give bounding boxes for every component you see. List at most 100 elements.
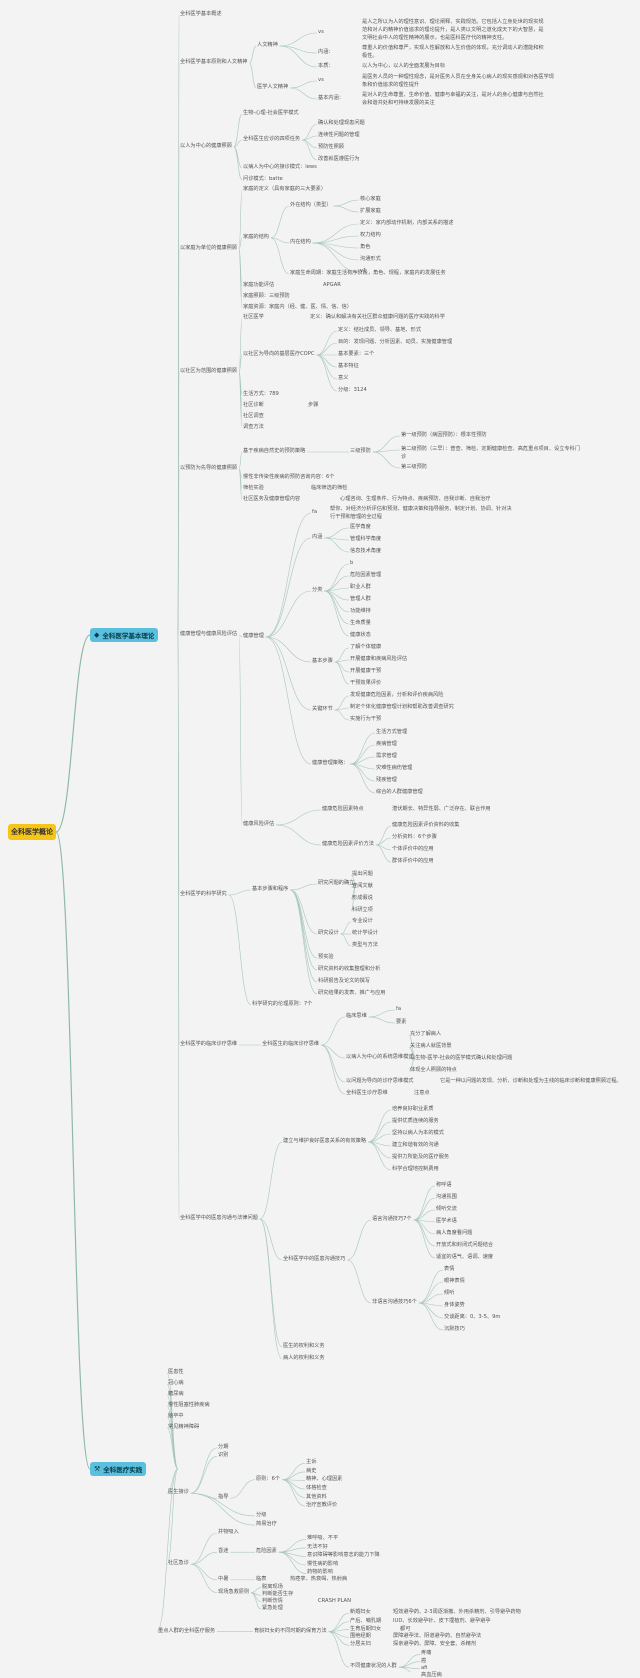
- mindmap-node-p9a5t[interactable]: 探亲避孕药、屏障、安全套、杀精剂: [393, 1641, 477, 1648]
- mindmap-node-n6a1b2[interactable]: 诊: [401, 454, 407, 460]
- mindmap-node-n3b1[interactable]: 确认和处理现患问题: [318, 120, 365, 126]
- mindmap-node-p8b1[interactable]: 危险因素: [256, 1548, 277, 1555]
- mindmap-node-p7[interactable]: 医生接诊: [168, 1489, 189, 1496]
- mindmap-node-n3b2[interactable]: 连续性问题的管理: [318, 132, 360, 138]
- mindmap-node-p9a6[interactable]: 不同健康状况的人群: [350, 1663, 397, 1670]
- mindmap-node-n7a0t2[interactable]: 行干预和管理的全过程: [330, 514, 382, 520]
- mindmap-node-n10b1e[interactable]: 病人角度看问题: [436, 1230, 473, 1236]
- mindmap-node-p7c[interactable]: 指导: [218, 1494, 229, 1501]
- mindmap-node-n10b1g[interactable]: 适宜的语气、语调、速度: [436, 1254, 494, 1260]
- mindmap-node-p5[interactable]: 脑卒中: [168, 1413, 184, 1419]
- mindmap-node-p8b1b[interactable]: 无法不好: [307, 1543, 328, 1550]
- mindmap-node-n5f[interactable]: 调查方法: [243, 424, 264, 430]
- mindmap-node-p8d2[interactable]: 判断能否生存: [262, 1591, 294, 1598]
- mindmap-node-p9a6b[interactable]: 癌: [421, 1657, 427, 1664]
- mindmap-node-n5b2[interactable]: 目的：发现问题、分析因素、动员、实施健康管理: [338, 339, 453, 345]
- mindmap-node-n10a4[interactable]: 建立和谐有效的沟通: [392, 1142, 439, 1148]
- mindmap-node-p7e[interactable]: 简易治疗: [256, 1521, 277, 1528]
- mindmap-node-n7b2b[interactable]: 分析资料：6个步骤: [392, 834, 437, 840]
- mindmap-node-p7c1[interactable]: 原则：6个: [256, 1475, 281, 1482]
- mindmap-node-n9a2a[interactable]: 充分了解病人: [410, 1031, 442, 1037]
- mindmap-node-n10b2a[interactable]: 表情: [444, 1266, 455, 1272]
- mindmap-node-n2[interactable]: 全科医学基本原则和人文精神: [180, 59, 248, 65]
- mindmap-node-n7a5f[interactable]: 综合的人群健康管理: [376, 789, 423, 795]
- mindmap-node-n3a[interactable]: 生物-心理-社会医学模式: [243, 110, 299, 116]
- mindmap-node-n9a[interactable]: 全科医生的临床诊疗思维: [262, 1041, 320, 1047]
- mindmap-node-n5b1[interactable]: 定义：结社成员、领导、基地、形式: [338, 327, 422, 333]
- mindmap-node-n9a4a[interactable]: 注意点: [414, 1090, 430, 1096]
- mindmap-node-n6a1c[interactable]: 第三级预防: [401, 464, 427, 470]
- mindmap-node-n10b2c[interactable]: 倾听: [444, 1290, 455, 1296]
- mindmap-node-n3d[interactable]: 问诊模式：batte: [243, 176, 283, 182]
- mindmap-node-n8a1[interactable]: 研究问题的确立: [318, 880, 355, 886]
- mindmap-node-n9a1b[interactable]: 要素: [396, 1019, 407, 1025]
- mindmap-node-p8b[interactable]: 昏迷: [218, 1548, 229, 1555]
- mindmap-node-n5a[interactable]: 社区医学: [243, 314, 264, 320]
- mindmap-node-p8c[interactable]: 中暑: [218, 1575, 229, 1582]
- mindmap-node-n7a2g[interactable]: 健康状态: [350, 632, 371, 638]
- mindmap-node-n7b2d[interactable]: 群体评价中的应用: [392, 858, 434, 864]
- mindmap-node-n7b2c[interactable]: 个体评价中的应用: [392, 846, 434, 852]
- mindmap-node-n7a0t[interactable]: 帮你、对经济分析评估和预测、健康决策和指导服务、制定计划、协调、针对决: [330, 506, 512, 512]
- mindmap-node-n7a3d[interactable]: 干预效果评价: [350, 680, 382, 686]
- mindmap-node-n9a4[interactable]: 全科医生诊疗思维: [346, 1090, 388, 1096]
- mindmap-node-n4b2[interactable]: 内在结构: [290, 239, 311, 245]
- mindmap-node-n7[interactable]: 健康管理与健康风险评估: [180, 631, 238, 637]
- mindmap-node-n9a1a[interactable]: fa: [396, 1006, 402, 1012]
- mindmap-node-n10b2[interactable]: 非语言沟通技巧6个: [372, 1299, 417, 1305]
- mindmap-node-n7a5c[interactable]: 需求管理: [376, 753, 397, 759]
- mindmap-node-p8b1e[interactable]: 药物的影响: [307, 1569, 333, 1576]
- mindmap-node-p7d[interactable]: 分级: [256, 1511, 267, 1518]
- mindmap-node-n10b[interactable]: 全科医学中的医患沟通技巧: [283, 1256, 346, 1262]
- mindmap-node-n7a5d[interactable]: 灾难性病伤管理: [376, 765, 413, 771]
- mindmap-node-n4b2b[interactable]: 权力结构: [360, 232, 381, 238]
- mindmap-node-p8d4[interactable]: 紧急处理: [262, 1604, 283, 1611]
- mindmap-node-p7c1e[interactable]: 其他资料: [306, 1493, 327, 1500]
- mindmap-node-n7b1[interactable]: 健康危险因素特点: [322, 806, 364, 812]
- mindmap-node-n9a2d[interactable]: 体现全人照顾的特点: [410, 1067, 457, 1073]
- mindmap-node-n2b2t2[interactable]: 会和谐共处和可持续发展的关注: [362, 100, 435, 106]
- mindmap-node-p9a5[interactable]: 分居夫妇: [350, 1641, 371, 1648]
- mindmap-node-n5b5[interactable]: 意义: [338, 375, 349, 381]
- mindmap-node-n10a[interactable]: 建立与维护良好医患关系的有效策略: [283, 1138, 367, 1144]
- mindmap-node-n7b2[interactable]: 健康危险因素评价方法: [322, 841, 374, 847]
- mindmap-node-n9a1[interactable]: 临床思维: [346, 1013, 367, 1019]
- mindmap-node-n10b1f[interactable]: 开放式和封闭式问题结合: [436, 1242, 494, 1248]
- mindmap-node-n7a[interactable]: 健康管理: [243, 633, 264, 639]
- mindmap-node-p9a3[interactable]: 生育后期妇女: [350, 1625, 382, 1632]
- mindmap-node-p8a[interactable]: 并物吸入: [218, 1529, 239, 1535]
- branch-general-practice[interactable]: ⚒ 全科医疗实践: [90, 1462, 147, 1476]
- mindmap-node-p9a6a[interactable]: 疼痛: [421, 1650, 432, 1657]
- mindmap-node-n7a1a[interactable]: 医学角度: [350, 524, 371, 530]
- mindmap-node-n5b4[interactable]: 基本特征: [338, 363, 359, 369]
- mindmap-node-p7c1f[interactable]: 治疗宣教评价: [306, 1502, 338, 1509]
- mindmap-node-n5b6[interactable]: 分级：3124: [338, 387, 367, 393]
- mindmap-node-n2a1t3[interactable]: 文明社会中人的理性精神的展示，也是医科医疗代的精神支柱。: [362, 35, 508, 41]
- mindmap-node-n4d[interactable]: 家庭照顾：三级预防: [243, 293, 290, 299]
- mindmap-node-n8[interactable]: 全科医学的科学研究: [180, 891, 227, 897]
- mindmap-node-n8a4[interactable]: 研究资料的收集整理和分析: [318, 966, 381, 972]
- mindmap-node-n3b4[interactable]: 改善就医遵医行为: [318, 156, 360, 162]
- mindmap-node-n10b2e[interactable]: 交谈距离：0、3-5、9m: [444, 1314, 501, 1320]
- mindmap-node-p4[interactable]: 慢性阻塞性肺疾病: [168, 1402, 210, 1408]
- mindmap-node-n9[interactable]: 全科医学的临床诊疗思维: [180, 1041, 238, 1047]
- mindmap-node-n5b[interactable]: 以社区为导向的基层医疗COPC: [243, 351, 315, 357]
- mindmap-node-n7a0[interactable]: fa: [312, 509, 318, 515]
- mindmap-node-n7a1b[interactable]: 管理科学角度: [350, 536, 382, 542]
- mindmap-node-n8a1c[interactable]: 形成假说: [352, 895, 373, 901]
- mindmap-node-p8b1c[interactable]: 意识障碍等影响意志的能力下降: [307, 1552, 380, 1559]
- mindmap-node-n4c[interactable]: 家庭功能评估: [243, 282, 275, 288]
- mindmap-node-n9a3[interactable]: 以问题为导向的诊疗思维模式: [346, 1078, 414, 1084]
- mindmap-node-p7c1d[interactable]: 体格检查: [306, 1484, 327, 1491]
- mindmap-node-n7a2e[interactable]: 功能维持: [350, 608, 371, 614]
- mindmap-node-n2a1[interactable]: vs: [318, 29, 324, 35]
- mindmap-node-p9a4[interactable]: 围绝经期: [350, 1633, 371, 1640]
- mindmap-node-n4b2e[interactable]: v1: [360, 268, 367, 274]
- mindmap-node-n10a2[interactable]: 提供优质连续的服务: [392, 1118, 439, 1124]
- mindmap-node-n8a[interactable]: 基本步骤和程序: [252, 886, 289, 892]
- mindmap-node-n10a1[interactable]: 培养良好职业素质: [392, 1106, 434, 1112]
- mindmap-node-n4b2d[interactable]: 沟通形式: [360, 256, 381, 262]
- mindmap-node-p8b1d[interactable]: 慢性病的影响: [307, 1560, 339, 1567]
- mindmap-node-n7a1[interactable]: 内涵: [312, 534, 323, 540]
- mindmap-node-n2a3[interactable]: 本质：: [318, 63, 334, 69]
